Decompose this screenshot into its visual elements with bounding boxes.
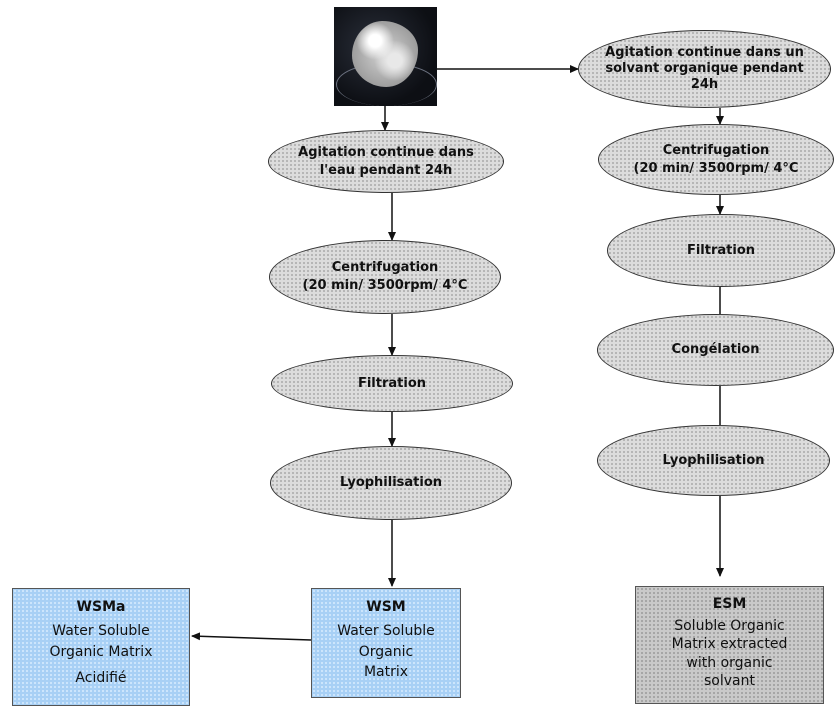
solvent-agitation-line2: solvant organique pendant [605,60,804,76]
solvent-agitation-step: Agitation continue dans un solvant organ… [578,30,831,108]
esm-box: ESM Soluble Organic Matrix extracted wit… [635,586,824,704]
wsma-line1: Water Soluble [52,623,150,640]
wsm-line2: Organic [358,643,414,660]
wsma-acidified-label: Acidifié [75,669,127,686]
water-lyophilisation-label: Lyophilisation [339,475,443,491]
wsma-title: WSMa [76,599,126,615]
water-lyophilisation-step: Lyophilisation [270,446,512,520]
water-centrifugation-title: Centrifugation [331,260,439,276]
sample-fragment [352,21,418,87]
esm-line2: Matrix extracted [671,636,788,653]
wsma-box: WSMa Water Soluble Organic Matrix Acidif… [12,588,190,706]
water-agitation-line2: l'eau pendant 24h [319,162,453,178]
solvent-congelation-step: Congélation [597,314,834,386]
solvent-filtration-step: Filtration [607,214,835,287]
wsma-line2: Organic Matrix [49,643,153,660]
esm-title: ESM [712,596,747,612]
water-agitation-line1: Agitation continue dans [298,144,474,160]
solvent-agitation-line3: 24h [690,77,719,93]
solvent-agitation-line1: Agitation continue dans un [605,44,804,60]
solvent-centrifugation-params: (20 min/ 3500rpm/ 4°C [633,160,799,176]
wsm-title: WSM [366,599,406,615]
arrow-wsm-to-wsma [191,632,312,641]
water-filtration-step: Filtration [271,355,513,412]
solvent-centrifugation-step: Centrifugation (20 min/ 3500rpm/ 4°C [598,124,834,195]
solvent-centrifugation-title: Centrifugation [662,142,770,158]
shell-sample-photo [334,7,437,106]
esm-line1: Soluble Organic [674,618,785,635]
wsm-box: WSM Water Soluble Organic Matrix [311,588,461,698]
water-centrifugation-step: Centrifugation (20 min/ 3500rpm/ 4°C [269,240,501,314]
wsm-line3: Matrix [363,663,409,680]
water-centrifugation-params: (20 min/ 3500rpm/ 4°C [302,278,468,293]
esm-line3: with organic [686,654,773,671]
solvent-filtration-label: Filtration [686,242,756,258]
water-filtration-label: Filtration [357,375,427,391]
solvent-congelation-label: Congélation [671,342,760,358]
esm-line4: solvant [704,672,755,689]
solvent-lyophilisation-step: Lyophilisation [597,425,830,496]
wsm-line1: Water Soluble [337,623,435,640]
solvent-lyophilisation-label: Lyophilisation [662,452,765,468]
water-agitation-step: Agitation continue dans l'eau pendant 24… [268,130,504,193]
